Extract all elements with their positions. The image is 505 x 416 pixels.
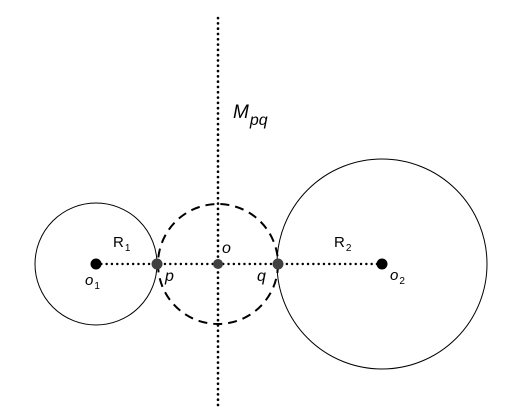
label-p: p [164,268,174,285]
label-r1: R1 [113,234,131,254]
label-o1: o1 [85,272,100,292]
point-o2 [376,258,388,270]
label-r2: R2 [334,234,352,254]
point-o1 [90,258,102,270]
point-p [151,258,163,270]
label-o2: o2 [390,267,405,287]
label-o: o [222,240,231,257]
label-q: q [257,268,266,285]
point-q [272,258,284,270]
label-mpq: Mpq [233,102,268,129]
point-o [213,259,223,269]
